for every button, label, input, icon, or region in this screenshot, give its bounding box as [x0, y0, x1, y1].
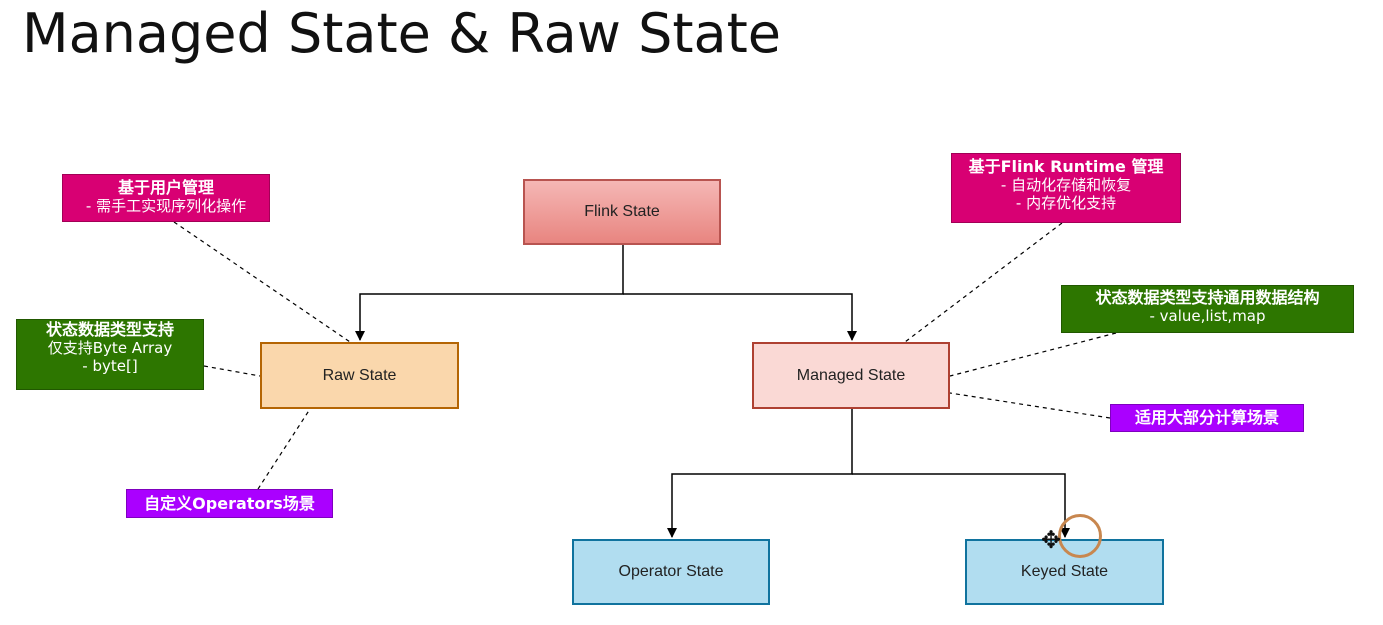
- note-raw-types[interactable]: 状态数据类型支持 仅支持Byte Array - byte[]: [16, 319, 204, 390]
- edge-managed-keyed: [852, 473, 1070, 538]
- link-managed-mgmt: [904, 222, 1063, 343]
- node-flink-state-label: Flink State: [584, 203, 660, 220]
- note-managed-types[interactable]: 状态数据类型支持通用数据结构 - value,list,map: [1061, 285, 1354, 333]
- node-operator-state-label: Operator State: [618, 563, 724, 580]
- note-managed-management[interactable]: 基于Flink Runtime 管理 - 自动化存储和恢复 - 内存优化支持: [951, 153, 1181, 223]
- note-heading: 基于用户管理: [117, 178, 214, 197]
- note-heading: 状态数据类型支持通用数据结构: [1095, 288, 1320, 307]
- note-links: [173, 221, 1117, 490]
- note-heading: 适用大部分计算场景: [1134, 408, 1279, 428]
- note-managed-scene[interactable]: 适用大部分计算场景: [1110, 404, 1304, 432]
- note-line: - byte[]: [82, 357, 138, 376]
- link-managed-scene: [949, 392, 1111, 419]
- cursor-highlight-ring: [1058, 514, 1102, 558]
- link-raw-types: [203, 365, 261, 377]
- node-raw-state-label: Raw State: [322, 366, 397, 384]
- note-heading: 基于Flink Runtime 管理: [968, 157, 1164, 176]
- edge-flink-managed: [623, 293, 857, 341]
- note-raw-scene[interactable]: 自定义Operators场景: [126, 489, 333, 518]
- note-line: - 内存优化支持: [1015, 194, 1117, 213]
- node-raw-state[interactable]: Raw State: [260, 342, 459, 409]
- node-managed-state[interactable]: Managed State: [752, 342, 950, 409]
- node-keyed-state-label: Keyed State: [1020, 563, 1109, 580]
- note-heading: 状态数据类型支持: [45, 320, 174, 339]
- note-line: - 需手工实现序列化操作: [85, 197, 247, 216]
- note-line: 仅支持Byte Array: [47, 339, 173, 358]
- node-managed-state-label: Managed State: [796, 366, 906, 384]
- move-cursor-icon: ✥: [1041, 526, 1062, 554]
- note-line: - value,list,map: [1149, 307, 1266, 326]
- edge-managed-operator: [667, 409, 853, 538]
- note-heading: 自定义Operators场景: [144, 493, 315, 513]
- node-operator-state[interactable]: Operator State: [572, 539, 770, 605]
- note-raw-management[interactable]: 基于用户管理 - 需手工实现序列化操作: [62, 174, 270, 222]
- node-flink-state[interactable]: Flink State: [523, 179, 721, 245]
- link-raw-mgmt: [173, 221, 351, 343]
- tree-edges: [355, 245, 1070, 538]
- link-managed-types: [949, 332, 1117, 377]
- page-title: Managed State & Raw State: [22, 2, 782, 65]
- edge-flink-raw: [355, 245, 624, 341]
- link-raw-scene: [257, 408, 311, 490]
- note-line: - 自动化存储和恢复: [1000, 176, 1132, 195]
